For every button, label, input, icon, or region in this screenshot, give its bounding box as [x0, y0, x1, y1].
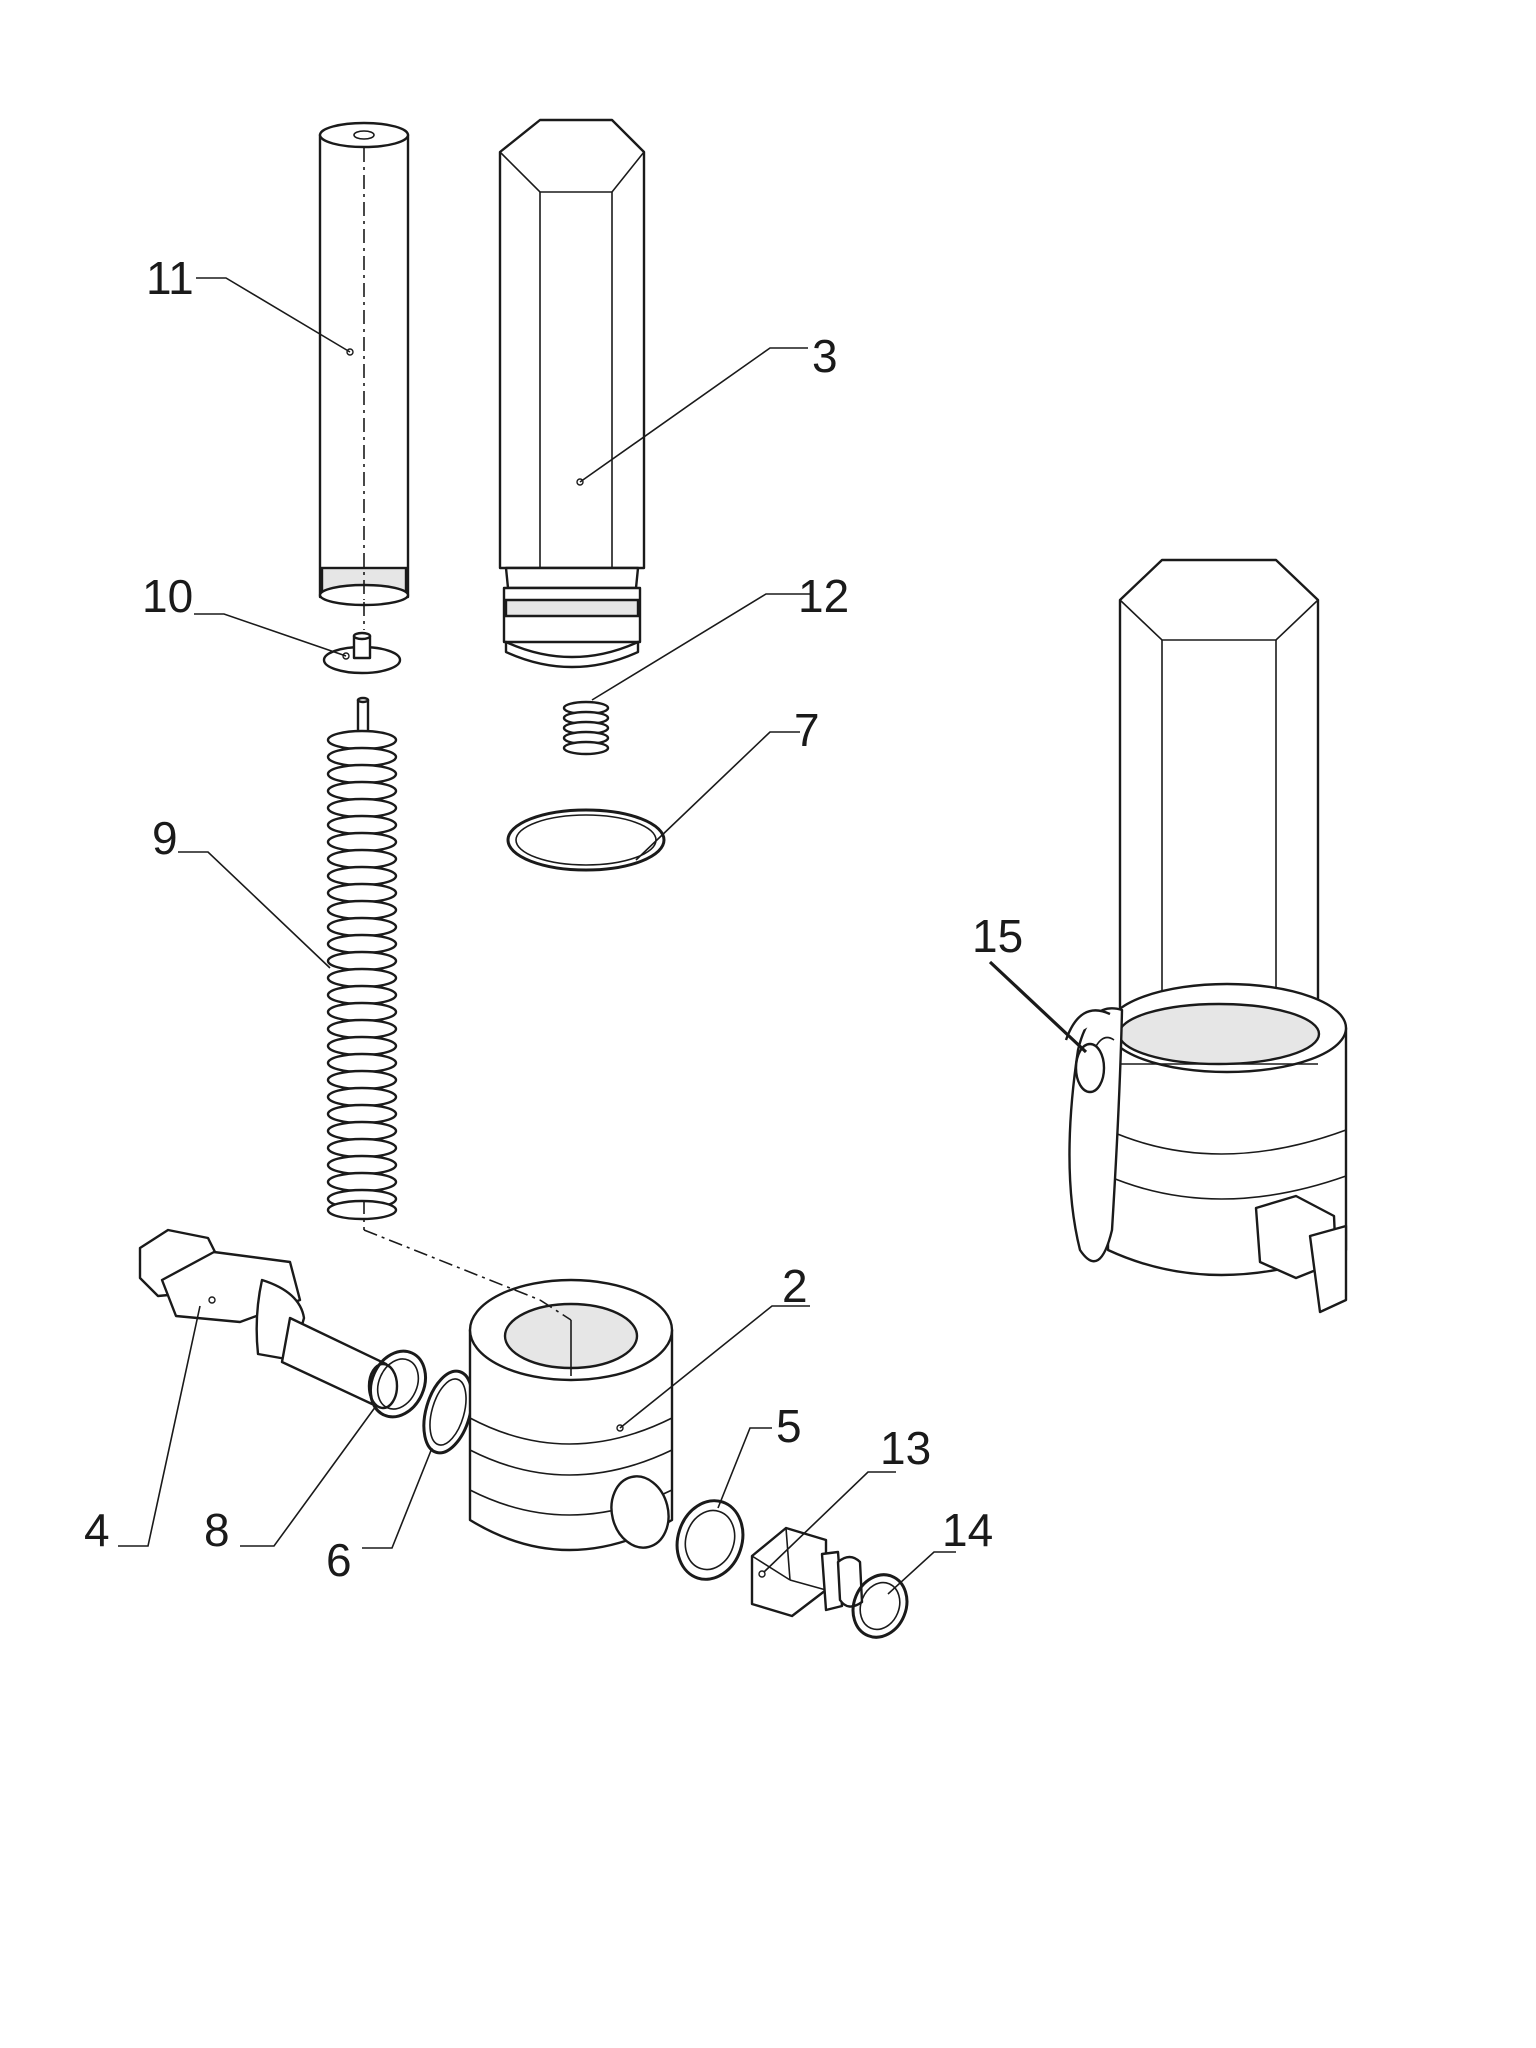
- part-9-compression-spring: [326, 696, 398, 1221]
- spring-coil: [326, 831, 398, 853]
- part-3-hex-housing: [498, 118, 646, 669]
- spring-coil: [562, 740, 610, 756]
- spring-coil: [326, 1154, 398, 1176]
- part-14-o-ring: [851, 1573, 909, 1639]
- part-13-hex-fitting: [750, 1526, 864, 1618]
- part-12-small-spring: [562, 700, 610, 756]
- spring-coil: [326, 763, 398, 785]
- callout-2: 2: [782, 1260, 808, 1312]
- spring-coil: [326, 1001, 398, 1023]
- part-8-o-ring: [369, 1349, 427, 1419]
- spring-coil: [326, 1137, 398, 1159]
- assembled-view: [1064, 558, 1348, 1314]
- callout-14: 14: [942, 1504, 993, 1556]
- spring-coil: [326, 933, 398, 955]
- callout-leaders: [118, 277, 1088, 1595]
- part-2-base-body: [468, 1278, 674, 1552]
- part-5-washer: [675, 1499, 745, 1581]
- callout-5: 5: [776, 1400, 802, 1452]
- part-10-valve-disc: [322, 602, 402, 675]
- spring-coil: [326, 780, 398, 802]
- callout-15: 15: [972, 910, 1023, 962]
- spring-coil: [326, 967, 398, 989]
- spring-coil: [326, 1103, 398, 1125]
- spring-coil: [326, 865, 398, 887]
- spring-coil: [326, 797, 398, 819]
- callout-11: 11: [146, 252, 194, 304]
- spring-coil: [326, 848, 398, 870]
- spring-coil: [326, 1120, 398, 1142]
- spring-coil: [326, 1199, 398, 1221]
- callout-labels: 11 3 10 12 7 9 15 2 5 13 14 4 8 6: [84, 252, 1023, 1586]
- spring-coil: [326, 1171, 398, 1193]
- spring-coil: [326, 746, 398, 768]
- spring-coil: [326, 1086, 398, 1108]
- callout-13: 13: [880, 1422, 931, 1474]
- spring-coil: [326, 984, 398, 1006]
- spring-coil: [326, 729, 398, 751]
- part-11-filter-cartridge: [318, 121, 410, 607]
- spring-coil: [326, 882, 398, 904]
- spring-coil: [326, 899, 398, 921]
- part-7-o-ring: [506, 808, 666, 872]
- spring-coil: [326, 1069, 398, 1091]
- spring-coil: [326, 1052, 398, 1074]
- callout-4: 4: [84, 1504, 110, 1556]
- part-4-valve-plug: [138, 1228, 399, 1410]
- spring-coil: [326, 814, 398, 836]
- callout-10: 10: [142, 570, 193, 622]
- spring-coil: [326, 1035, 398, 1057]
- callout-9: 9: [152, 812, 178, 864]
- spring-coil: [326, 950, 398, 972]
- callout-8: 8: [204, 1504, 230, 1556]
- callout-7: 7: [794, 704, 820, 756]
- callout-3: 3: [812, 330, 838, 382]
- assembly-centerlines: [363, 1200, 572, 1321]
- spring-coil: [326, 916, 398, 938]
- callout-12: 12: [798, 570, 849, 622]
- spring-coil: [326, 1018, 398, 1040]
- callout-6: 6: [326, 1534, 352, 1586]
